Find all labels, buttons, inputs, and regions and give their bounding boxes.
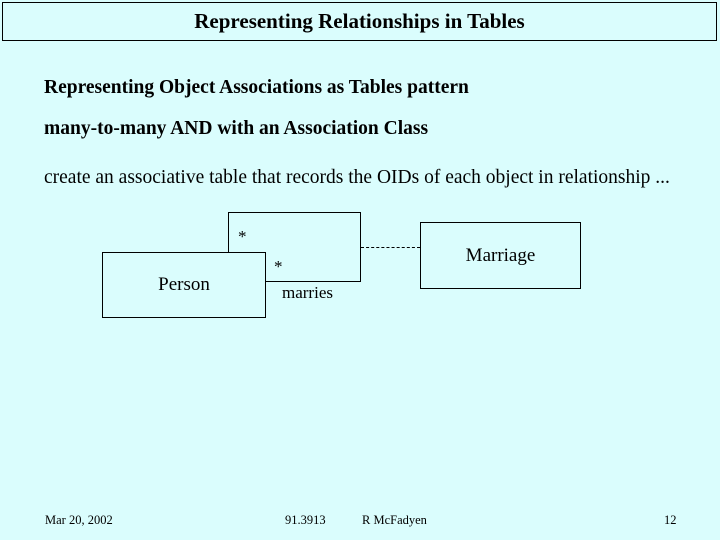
class-box-person: Person [102, 252, 266, 318]
page-title: Representing Relationships in Tables [194, 9, 525, 33]
class-name-person: Person [158, 274, 210, 295]
footer-page-number: 12 [664, 513, 677, 527]
class-box-marriage: Marriage [420, 222, 581, 289]
class-name-marriage: Marriage [465, 244, 536, 266]
multiplicity-top: * [238, 227, 247, 246]
association-class-box [228, 212, 361, 282]
dashed-association-link [361, 247, 420, 248]
body-line-3: create an associative table that records… [44, 167, 670, 188]
footer-author: R McFadyen [362, 513, 427, 527]
body-line-2: many-to-many AND with an Association Cla… [44, 118, 429, 139]
slide-footer: Mar 20, 2002 91.3913 R McFadyen 12 [0, 511, 720, 531]
association-name-label: marries [282, 283, 333, 302]
slide-title-box: Representing Relationships in Tables [2, 2, 717, 41]
body-line-1: Representing Object Associations as Tabl… [44, 77, 469, 98]
footer-course-code: 91.3913 [285, 513, 326, 527]
footer-date: Mar 20, 2002 [45, 513, 113, 527]
multiplicity-bottom: * [274, 257, 283, 276]
